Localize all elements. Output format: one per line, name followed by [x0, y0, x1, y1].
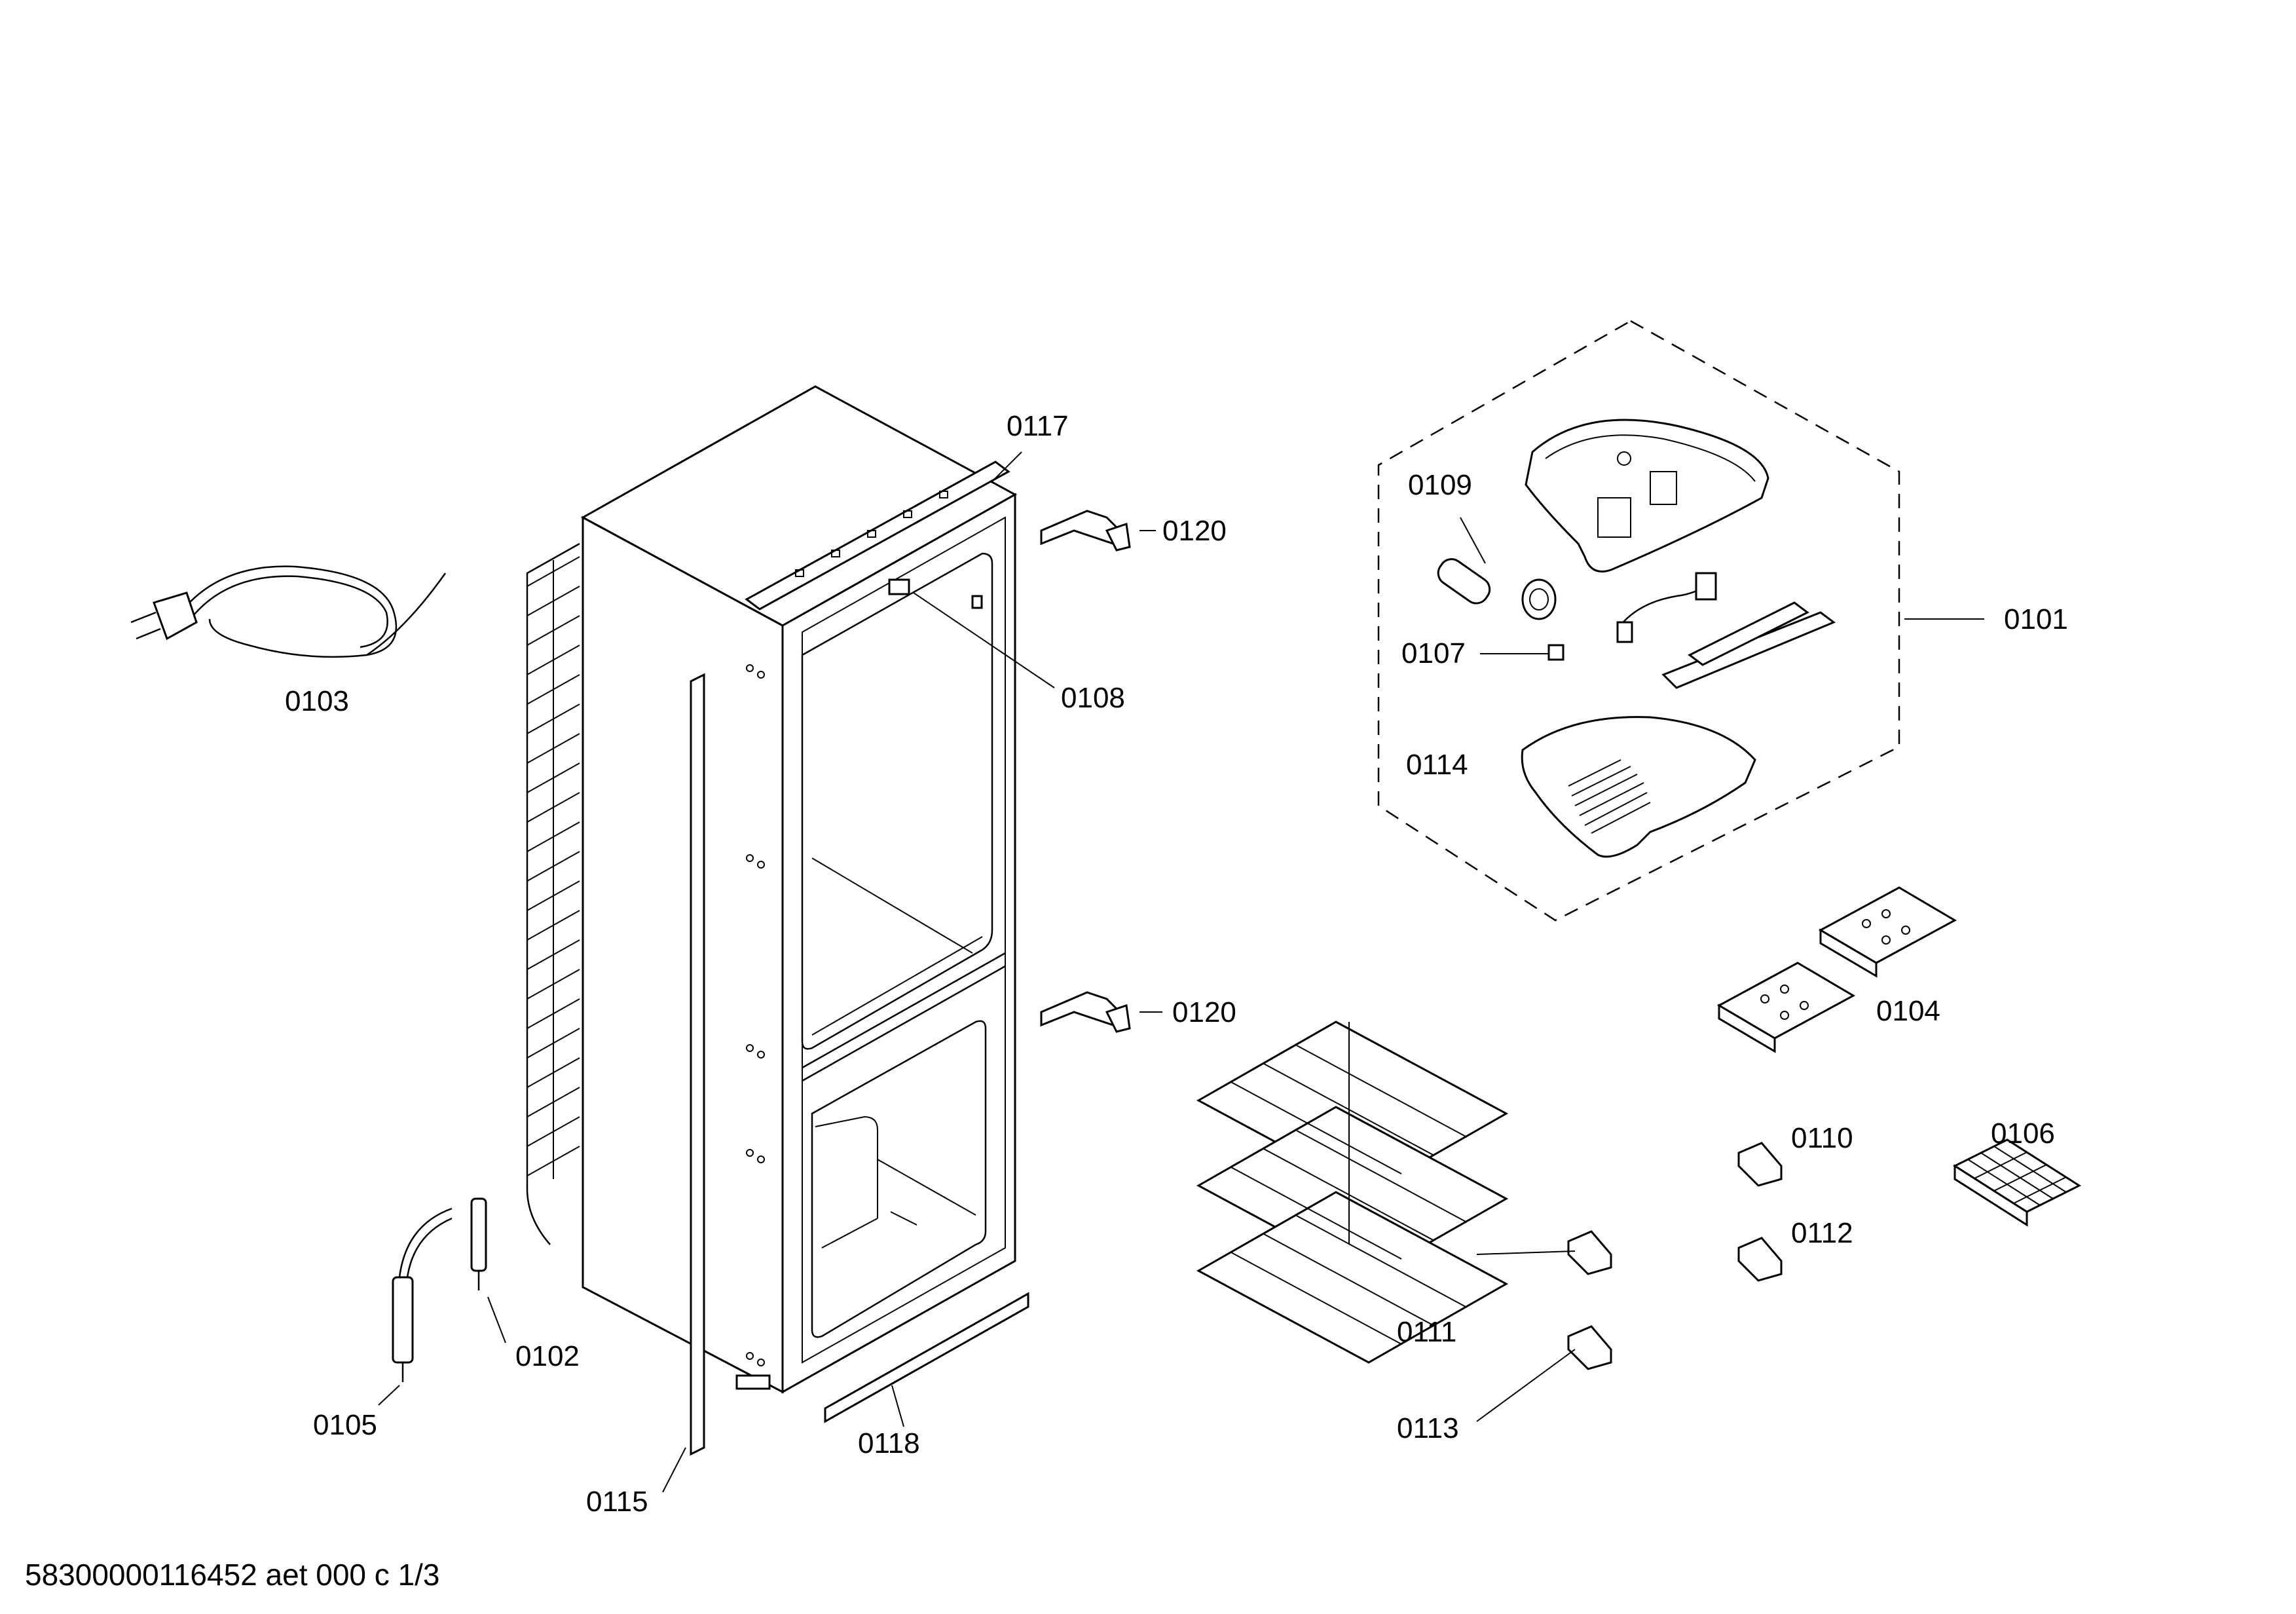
label-0115: 0115	[586, 1486, 648, 1518]
label-0117: 0117	[1007, 410, 1069, 442]
condenser-coil	[526, 542, 580, 1245]
hinge-bottom	[1040, 991, 1131, 1033]
power-cord	[130, 565, 447, 658]
label-0114: 0114	[1406, 749, 1468, 781]
wire-shelves	[1196, 1021, 1509, 1364]
leader-lines	[378, 451, 1984, 1493]
gasket-strip-0118	[824, 1292, 1029, 1423]
label-0101: 0101	[2004, 603, 2068, 635]
ice-tray	[1952, 1138, 2082, 1227]
label-0108: 0108	[1061, 682, 1125, 714]
label-0110: 0110	[1791, 1122, 1853, 1154]
label-0118: 0118	[858, 1427, 920, 1459]
part-labels: 0117 0120 0108 0103 0109 0107 0101 0114 …	[285, 410, 2068, 1518]
cool-pack-upper	[1818, 886, 1957, 978]
label-0112: 0112	[1791, 1217, 1853, 1249]
label-0102: 0102	[515, 1340, 580, 1372]
label-0106: 0106	[1991, 1117, 2055, 1150]
label-0107: 0107	[1401, 637, 1466, 669]
shelf-support-0113	[1567, 1325, 1612, 1370]
shelf-support-0110	[1737, 1142, 1783, 1187]
thermostat-sensor	[392, 1207, 453, 1382]
fridge-cabinet	[580, 385, 1018, 1394]
label-0113: 0113	[1397, 1412, 1459, 1444]
label-0111: 0111	[1397, 1316, 1456, 1348]
hinge-top	[1040, 510, 1131, 552]
label-0104: 0104	[1876, 995, 1940, 1027]
drawing-reference-footer: 58300000116452 aet 000 c 1/3	[25, 1558, 440, 1592]
label-0103: 0103	[285, 685, 349, 717]
label-0105: 0105	[313, 1409, 377, 1441]
cool-pack-lower	[1716, 962, 1856, 1053]
label-0120-bottom: 0120	[1172, 996, 1236, 1028]
label-0109: 0109	[1408, 469, 1472, 501]
gasket-strip-0115	[690, 673, 705, 1456]
sensor-pin	[470, 1197, 487, 1290]
shelf-support-0112	[1737, 1237, 1783, 1282]
light-assembly-group	[1377, 320, 1900, 922]
shelf-support-0111	[1567, 1230, 1612, 1275]
label-0120-top: 0120	[1162, 515, 1227, 547]
